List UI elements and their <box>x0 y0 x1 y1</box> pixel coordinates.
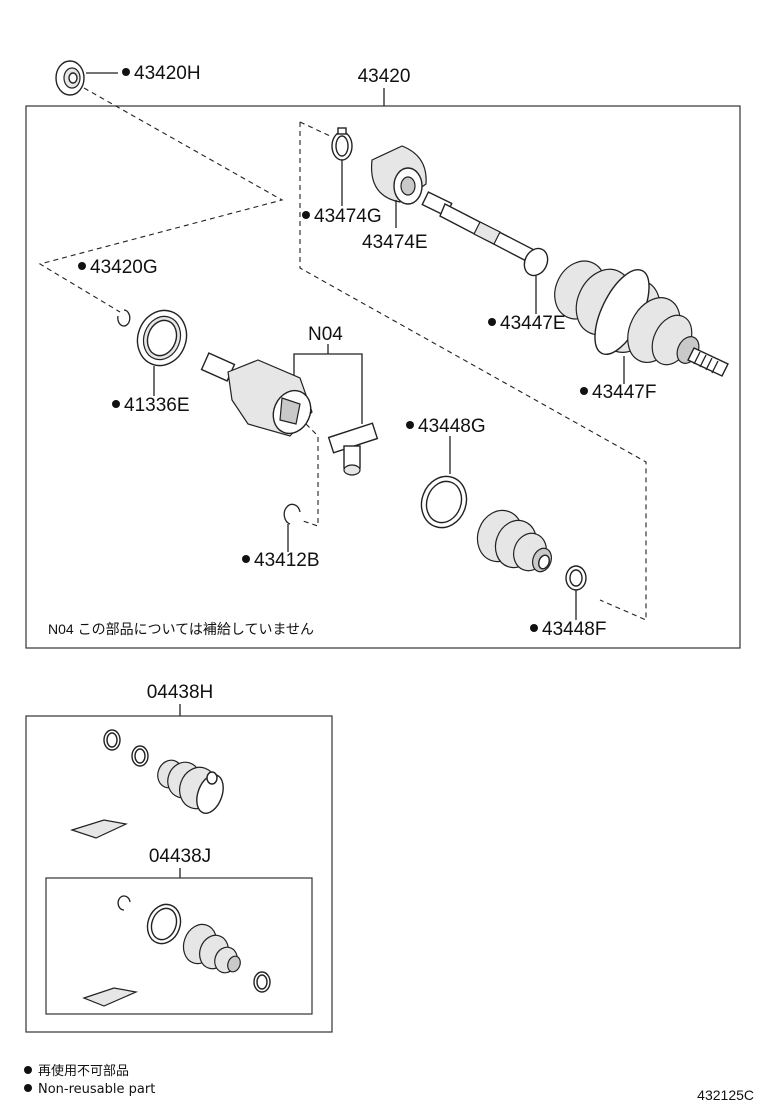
callout-43448F[interactable]: 43448F <box>542 619 606 640</box>
kit-04438J-parts[interactable] <box>82 895 271 1007</box>
assembly-43420-frame <box>25 105 741 649</box>
callout-43412B[interactable]: 43412B <box>254 550 320 571</box>
kit-number-04438H[interactable]: 04438H <box>147 682 214 703</box>
assembly-number-43420[interactable]: 43420 <box>358 66 411 87</box>
kit-number-04438J[interactable]: 04438J <box>149 846 211 867</box>
kit-04438H-parts[interactable] <box>70 729 228 839</box>
seal-43420H[interactable] <box>55 60 85 96</box>
drive-shaft[interactable] <box>421 191 729 377</box>
kit-04438J-frame <box>45 877 313 1015</box>
inner-joint-housing[interactable] <box>200 352 318 439</box>
callout-41336E[interactable]: 41336E <box>124 395 190 416</box>
supply-note: N04 この部品については補給していません <box>48 621 314 637</box>
snap-ring-43420G[interactable] <box>117 309 131 327</box>
inner-boot[interactable] <box>470 504 554 575</box>
clamp-43448G[interactable] <box>414 470 473 534</box>
callout-43420G[interactable]: 43420G <box>90 257 158 278</box>
damper-43474E[interactable] <box>370 145 427 205</box>
tripod-joint[interactable] <box>327 422 379 476</box>
legend-non-reusable-en: Non-reusable part <box>38 1082 155 1097</box>
clamp-43474G[interactable] <box>331 127 353 161</box>
callout-43448G[interactable]: 43448G <box>418 416 486 437</box>
callout-43447F[interactable]: 43447F <box>592 382 656 403</box>
snap-ring-43412B[interactable] <box>283 503 301 525</box>
illustration-number: 432125C <box>697 1087 754 1103</box>
callout-N04[interactable]: N04 <box>308 324 343 345</box>
callout-43447E[interactable]: 43447E <box>500 313 566 334</box>
callout-43474E[interactable]: 43474E <box>362 232 428 253</box>
callout-43474G[interactable]: 43474G <box>314 206 382 227</box>
legend-non-reusable-jp: 再使用不可部品 <box>38 1063 129 1079</box>
kit-04438H-frame <box>25 715 333 1033</box>
clamp-43447E[interactable] <box>520 245 552 280</box>
callout-43420H[interactable]: 43420H <box>134 63 201 84</box>
ring-41336E[interactable] <box>130 303 194 372</box>
clamp-43448F[interactable] <box>565 565 587 591</box>
